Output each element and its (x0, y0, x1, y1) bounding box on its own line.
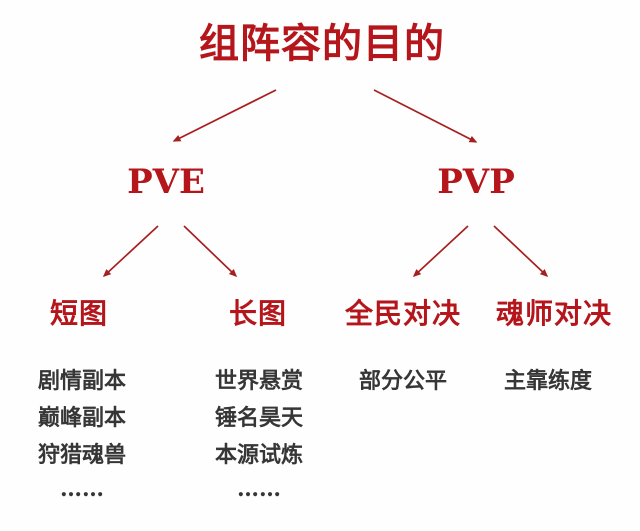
branch-pvp: PVP (437, 162, 515, 202)
leaf-item: 狩猎魂兽 (37, 442, 127, 468)
arrow-root-to-pve (172, 89, 277, 142)
leaf-item: 世界悬赏 (214, 368, 304, 394)
arrow-pvp-to-all-player-duel (412, 225, 469, 278)
leaf-item: 锤名昊天 (214, 405, 304, 431)
leaf-item: 剧情副本 (37, 368, 127, 394)
arrow-pve-to-long-map (183, 225, 238, 278)
leaf-item: 部分公平 (358, 368, 448, 394)
node-long-map: 长图 (228, 297, 288, 330)
branch-pve: PVE (127, 162, 205, 202)
leaf-item: 主靠练度 (503, 368, 593, 394)
node-all-player-duel: 全民对决 (344, 297, 462, 330)
node-short-map: 短图 (49, 297, 109, 330)
arrow-root-to-pvp (373, 89, 478, 143)
node-soul-master-duel: 魂师对决 (495, 297, 613, 330)
leaf-item-ellipsis: …… (60, 476, 104, 502)
arrow-pvp-to-soul-master-duel (493, 225, 549, 278)
arrow-pve-to-short-map (102, 225, 159, 278)
diagram-title: 组阵容的目的 (199, 20, 445, 67)
leaf-item: 巅峰副本 (37, 405, 127, 431)
leaf-item: 本源试炼 (214, 442, 304, 468)
leaf-item-ellipsis: …… (237, 476, 281, 502)
